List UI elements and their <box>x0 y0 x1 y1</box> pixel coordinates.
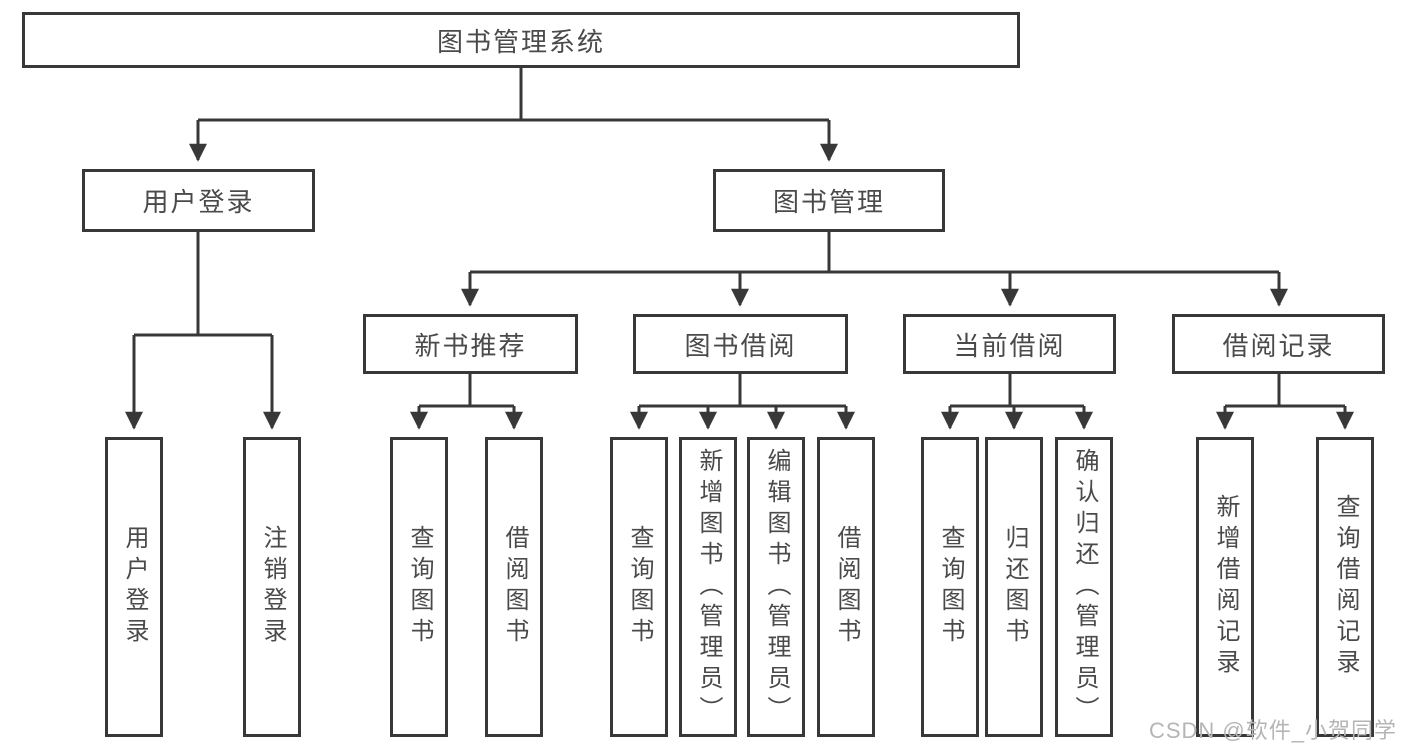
leaf-query-books-current: 查询图书 <box>921 437 979 737</box>
leaf-edit-book-admin: 编辑图书（管理员） <box>747 437 805 737</box>
node-root-label: 图书管理系统 <box>436 26 605 57</box>
leaf-query-books-recommend: 查询图书 <box>390 437 448 737</box>
node-current-borrow-label: 当前借阅 <box>953 330 1066 361</box>
leaf-confirm-return-admin: 确认归还（管理员） <box>1055 437 1113 737</box>
node-root: 图书管理系统 <box>22 12 1020 68</box>
leaf-borrow-books-recommend: 借阅图书 <box>485 437 543 737</box>
node-book-management-label: 图书管理 <box>772 187 885 217</box>
leaf-query-books-borrow: 查询图书 <box>610 437 668 737</box>
node-book-borrow: 图书借阅 <box>633 314 848 374</box>
node-user-login: 用户登录 <box>82 169 315 232</box>
node-borrow-records-label: 借阅记录 <box>1222 330 1335 361</box>
node-book-management: 图书管理 <box>713 169 945 232</box>
leaf-add-borrow-record: 新增借阅记录 <box>1196 437 1254 737</box>
leaf-borrow-books-borrow: 借阅图书 <box>817 437 875 737</box>
leaf-add-book-admin: 新增图书（管理员） <box>679 437 737 737</box>
node-book-borrow-label: 图书借阅 <box>684 330 797 361</box>
node-user-login-label: 用户登录 <box>142 187 255 217</box>
leaf-user-login: 用户登录 <box>105 437 163 737</box>
node-borrow-records: 借阅记录 <box>1172 314 1385 374</box>
node-new-book-recommend-label: 新书推荐 <box>414 330 527 361</box>
leaf-logout: 注销登录 <box>243 437 301 737</box>
node-current-borrow: 当前借阅 <box>903 314 1116 374</box>
leaf-return-book: 归还图书 <box>985 437 1043 737</box>
leaf-query-borrow-record: 查询借阅记录 <box>1316 437 1374 737</box>
csdn-watermark: CSDN @软件_小贺同学 <box>1148 718 1397 743</box>
node-new-book-recommend: 新书推荐 <box>363 314 578 374</box>
